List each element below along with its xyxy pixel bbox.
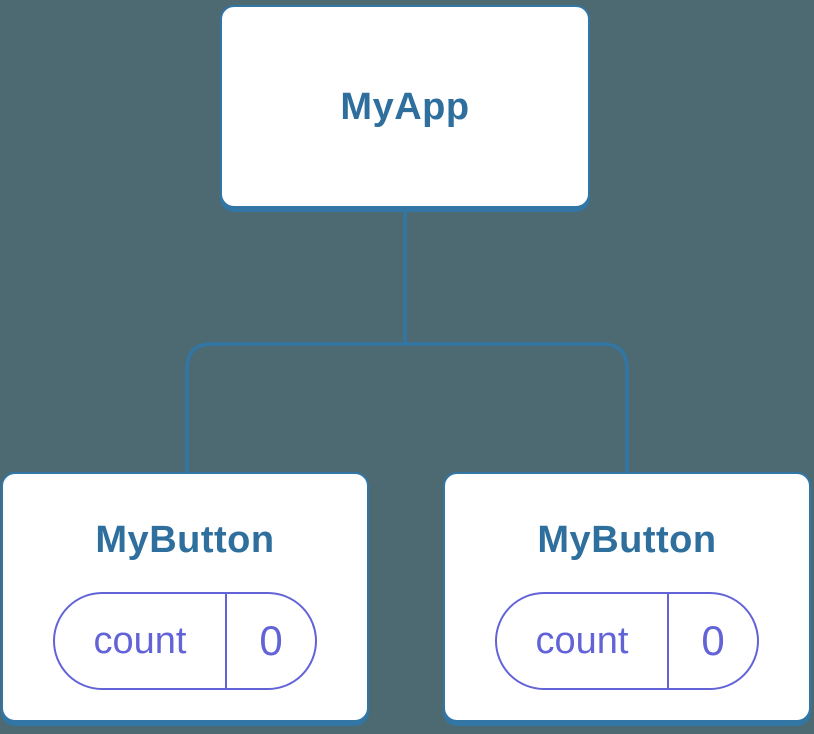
state-pill-right: count 0 [495, 592, 759, 690]
mybutton-node-left: MyButton count 0 [1, 472, 369, 722]
state-key-left: count [55, 594, 227, 688]
myapp-node-label: MyApp [340, 85, 470, 128]
myapp-node: MyApp [220, 5, 590, 208]
mybutton-node-right: MyButton count 0 [443, 472, 811, 722]
mybutton-left-label: MyButton [95, 519, 275, 561]
connector-branch [185, 342, 629, 473]
state-pill-left: count 0 [53, 592, 317, 690]
mybutton-right-label: MyButton [537, 519, 717, 561]
state-value-right: 0 [701, 617, 725, 664]
state-key-right: count [497, 594, 669, 688]
state-value-left: 0 [259, 617, 283, 664]
